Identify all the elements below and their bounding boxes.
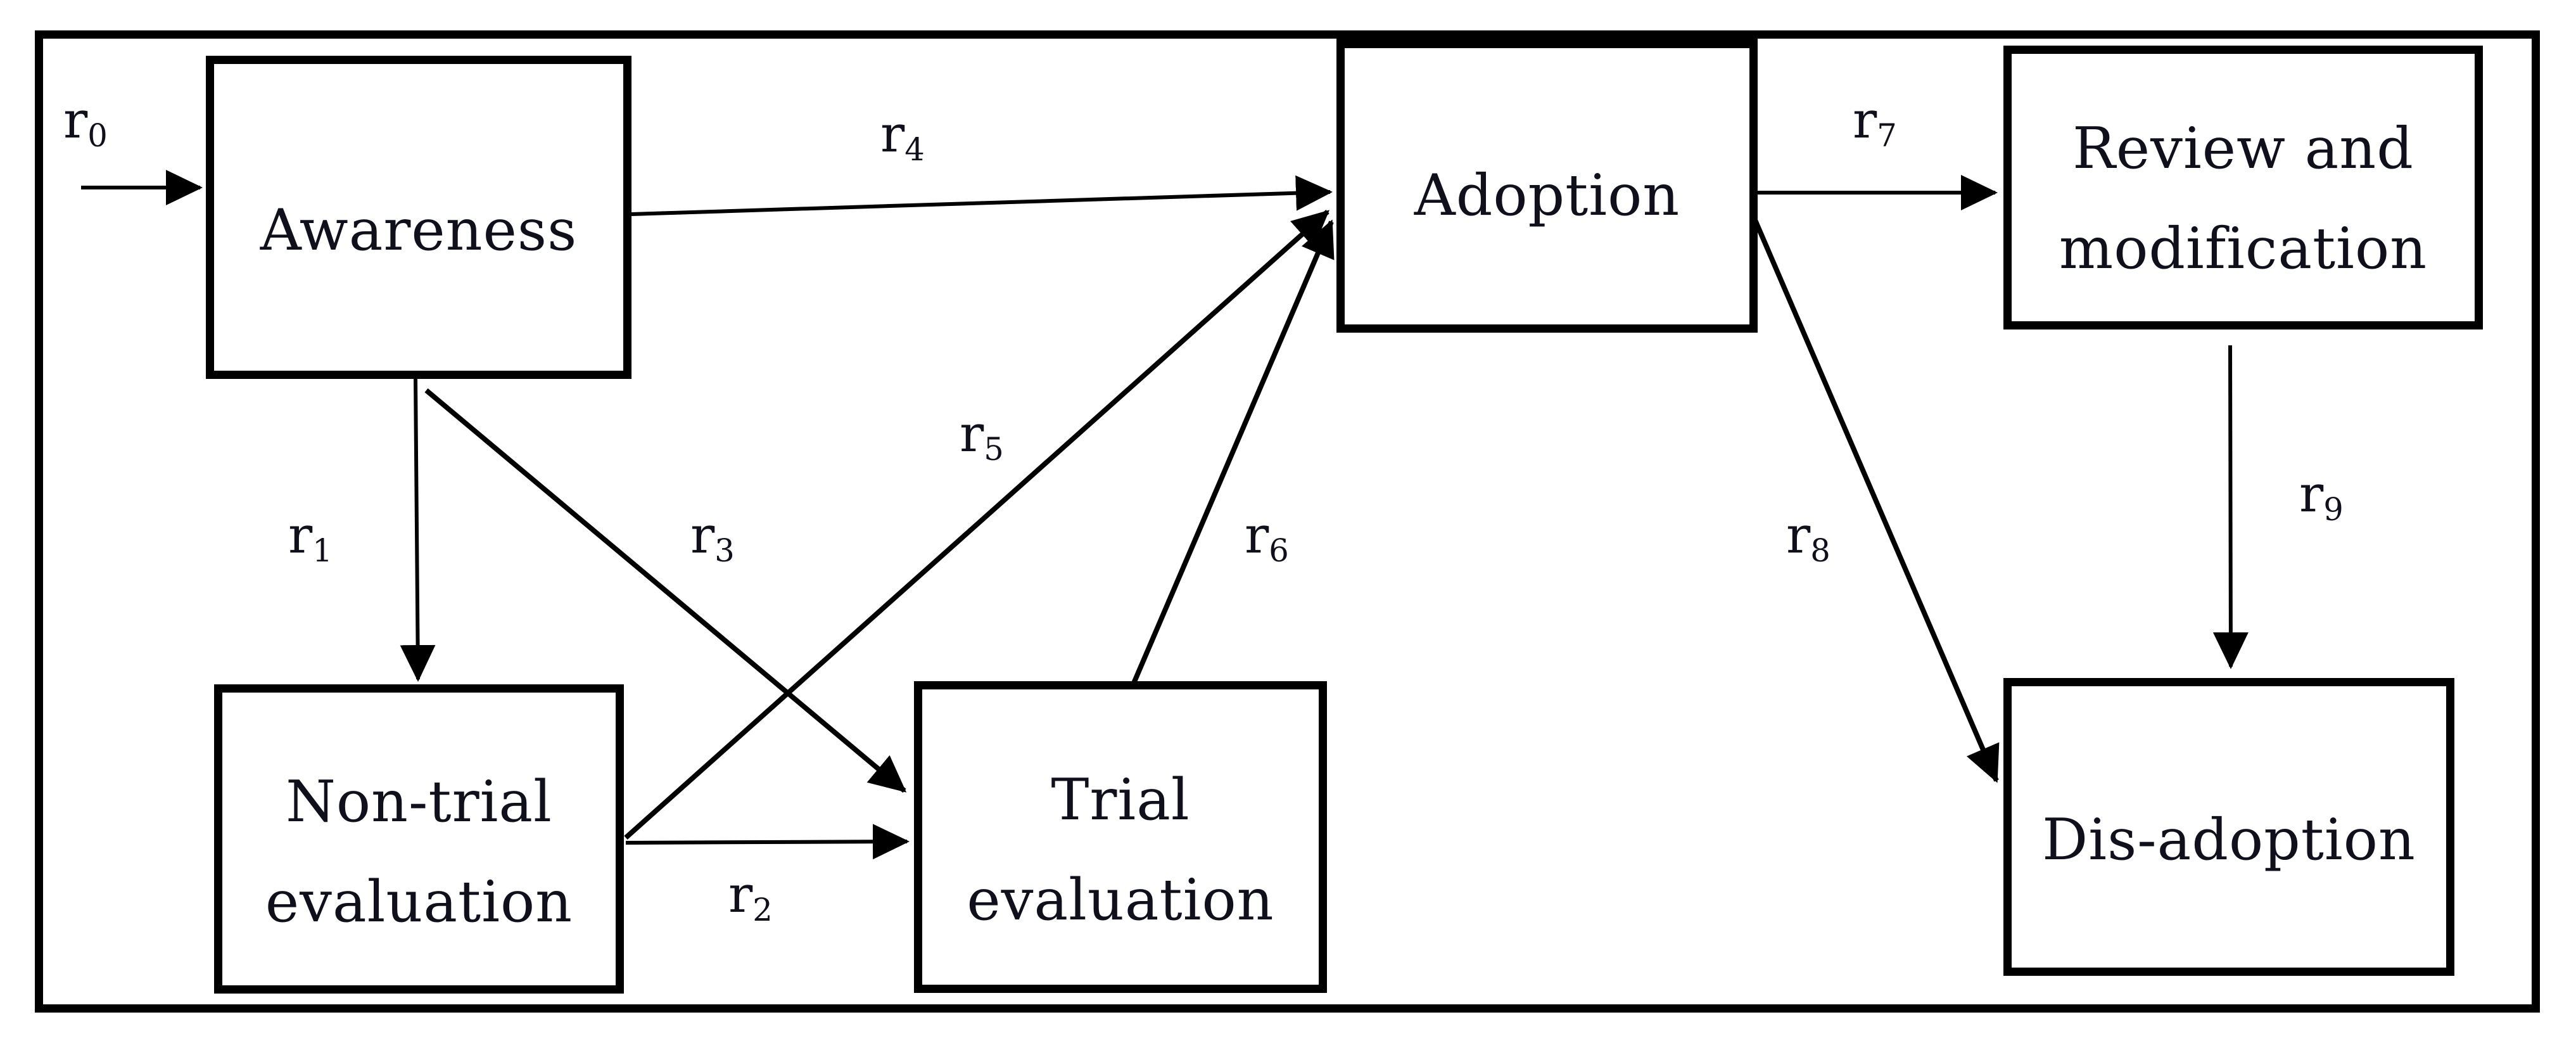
node-adoption: Adoption <box>1336 30 1758 333</box>
node-non-trial-evaluation: Non-trial evaluation <box>214 684 624 994</box>
node-label: Review and <box>2072 115 2414 182</box>
edge-label-r1: r1 <box>288 506 333 569</box>
node-awareness: Awareness <box>206 56 631 379</box>
node-label: Dis-adoption <box>2042 807 2416 873</box>
edge-label-r9: r9 <box>2299 464 2344 528</box>
node-label: Non-trial <box>286 769 552 835</box>
edge-label-r2: r2 <box>728 865 773 928</box>
node-label: modification <box>2059 215 2428 282</box>
edge-label-r5: r5 <box>960 404 1004 468</box>
node-label: Trial <box>1051 767 1190 833</box>
node-label: evaluation <box>265 869 573 935</box>
node-label: Awareness <box>260 197 578 264</box>
node-dis-adoption: Dis-adoption <box>2003 678 2454 976</box>
diagram-frame <box>35 30 2540 1013</box>
node-trial-evaluation: Trial evaluation <box>914 681 1327 993</box>
node-label: evaluation <box>967 867 1274 933</box>
edge-label-r7: r7 <box>1853 91 1897 154</box>
edge-label-r0: r0 <box>63 91 108 154</box>
edge-label-r3: r3 <box>690 506 735 569</box>
edge-label-r6: r6 <box>1245 506 1289 569</box>
node-review-and-modification: Review and modification <box>2003 46 2483 329</box>
edge-label-r4: r4 <box>880 105 925 168</box>
node-label: Adoption <box>1414 162 1680 229</box>
edge-label-r8: r8 <box>1786 506 1830 569</box>
